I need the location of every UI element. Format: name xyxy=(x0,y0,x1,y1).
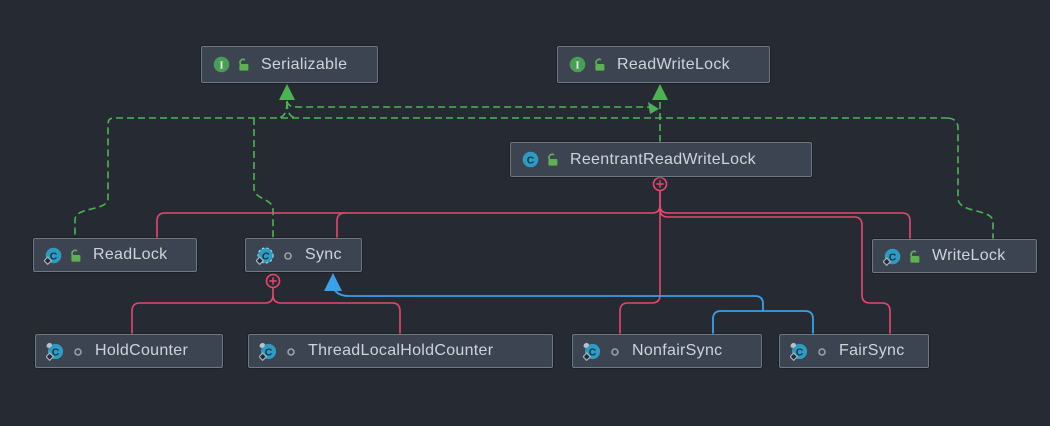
edge-inner-rrwl-sync xyxy=(336,212,346,238)
interface-icon: I xyxy=(569,56,586,73)
svg-text:C: C xyxy=(52,347,60,358)
edge-extends-to-sync xyxy=(333,288,764,311)
static-diamond-icon xyxy=(256,255,265,265)
svg-text:C: C xyxy=(589,347,597,358)
static-diamond-icon xyxy=(883,256,892,266)
final-marker-icon xyxy=(790,342,796,348)
node-label: ReadLock xyxy=(93,246,168,263)
edge-implements-sync-serializable xyxy=(253,118,274,238)
node-threadlocalholdcounter[interactable]: C ThreadLocalHoldCounter xyxy=(248,334,553,368)
edge-extends-arms xyxy=(712,310,814,334)
package-private-icon xyxy=(287,347,295,356)
arrowhead-readwritelock xyxy=(652,84,668,100)
static-diamond-icon xyxy=(44,255,53,265)
node-readwritelock[interactable]: I ReadWriteLock xyxy=(557,46,770,83)
public-lock-icon xyxy=(239,58,249,71)
package-private-icon xyxy=(74,347,82,356)
svg-text:C: C xyxy=(527,155,535,166)
edge-inner-sync-holdcounter xyxy=(131,288,274,334)
abstract-class-icon: C xyxy=(256,246,274,265)
node-sync[interactable]: C Sync xyxy=(245,238,362,272)
package-private-icon xyxy=(611,347,619,356)
package-private-icon xyxy=(818,347,826,356)
static-diamond-icon xyxy=(259,351,268,361)
node-writelock[interactable]: C WriteLock xyxy=(872,239,1037,273)
node-fairsync[interactable]: C FairSync xyxy=(779,334,929,368)
static-diamond-icon xyxy=(583,351,592,361)
public-lock-icon xyxy=(548,153,558,166)
node-readlock[interactable]: C ReadLock xyxy=(33,238,197,272)
final-marker-icon xyxy=(46,342,52,348)
edge-implements-writelock-serializable xyxy=(947,117,994,239)
final-marker-icon xyxy=(583,342,589,348)
svg-text:C: C xyxy=(50,251,58,262)
node-nonfairsync[interactable]: C NonfairSync xyxy=(572,334,762,368)
node-holdcounter[interactable]: C HoldCounter xyxy=(35,334,223,368)
edge-inner-sync-threadlocalholdcounter xyxy=(272,294,401,334)
arrowhead-serializable xyxy=(279,84,295,100)
merge-arrow-glyph xyxy=(648,102,659,114)
class-icon: C xyxy=(46,342,64,361)
class-icon: C xyxy=(522,151,539,168)
edge-inner-rrwl-fairsync xyxy=(659,208,891,334)
svg-text:C: C xyxy=(265,347,273,358)
edge-implements-trunk xyxy=(74,117,948,238)
node-label: NonfairSync xyxy=(632,342,723,359)
node-label: Sync xyxy=(305,246,342,263)
public-lock-icon xyxy=(595,58,605,71)
svg-text:C: C xyxy=(889,252,897,263)
package-private-icon xyxy=(284,251,292,260)
class-icon: C xyxy=(883,248,901,266)
node-label: FairSync xyxy=(839,342,905,359)
static-diamond-icon xyxy=(790,351,799,361)
node-label: Serializable xyxy=(261,55,348,73)
public-lock-icon xyxy=(910,250,920,263)
svg-text:I: I xyxy=(219,59,223,71)
class-icon: C xyxy=(583,342,601,361)
svg-text:C: C xyxy=(796,347,804,358)
node-label: ThreadLocalHoldCounter xyxy=(308,342,494,359)
svg-text:C: C xyxy=(262,251,270,262)
svg-text:I: I xyxy=(575,59,579,71)
node-label: ReentrantReadWriteLock xyxy=(570,150,756,168)
class-icon: C xyxy=(259,342,277,361)
final-marker-icon xyxy=(259,342,265,348)
class-icon: C xyxy=(44,247,62,265)
node-serializable[interactable]: I Serializable xyxy=(201,46,378,83)
arrowhead-sync xyxy=(324,273,342,291)
node-label: HoldCounter xyxy=(95,342,189,359)
node-label: WriteLock xyxy=(932,247,1006,264)
edge-inner-rrwl-writelock xyxy=(659,204,911,239)
class-icon: C xyxy=(790,342,808,361)
static-diamond-icon xyxy=(46,351,55,361)
node-reentrantreadwritelock[interactable]: C ReentrantReadWriteLock xyxy=(510,142,812,177)
edge-implements-rrwl-serializable xyxy=(286,100,658,113)
interface-icon: I xyxy=(213,56,230,73)
public-lock-icon xyxy=(71,249,81,262)
edge-inner-rrwl-nonfairsync xyxy=(619,191,661,334)
node-label: ReadWriteLock xyxy=(617,55,730,73)
edge-inner-rrwl-readlock xyxy=(156,191,661,238)
